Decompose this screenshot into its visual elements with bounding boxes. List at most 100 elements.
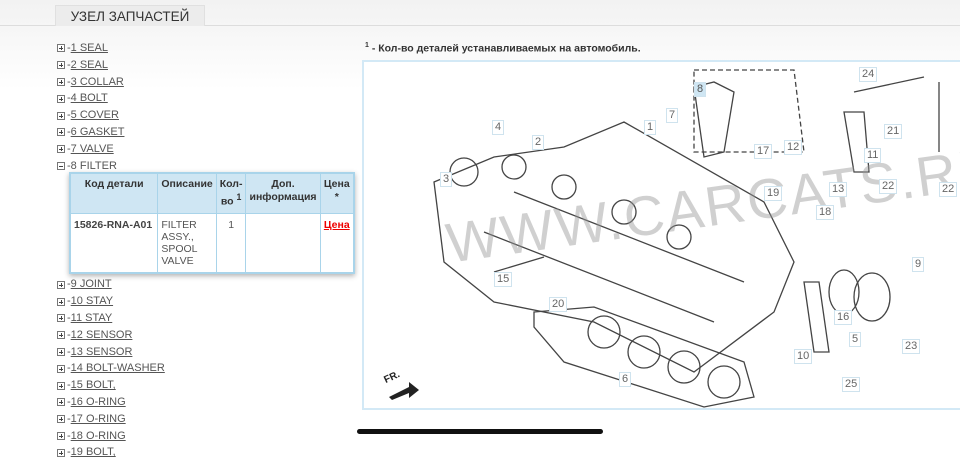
cell-desc: FILTER ASSY., SPOOL VALVE (157, 212, 217, 273)
expand-icon[interactable] (57, 448, 65, 457)
tree-node-link[interactable]: 16 O-RING (70, 395, 126, 408)
expand-icon[interactable] (57, 280, 65, 289)
expand-icon[interactable] (57, 61, 65, 70)
tree-node-link[interactable]: 11 STAY (70, 311, 113, 324)
tree-node[interactable]: -7 VALVE (57, 141, 165, 158)
tree-node[interactable]: -18 O-RING (57, 428, 165, 445)
col-price: Цена* (319, 172, 355, 214)
callout-2[interactable]: 2 (532, 135, 545, 150)
tree-node[interactable]: -4 BOLT (57, 90, 165, 107)
col-info: Доп. информация (245, 172, 321, 214)
callout-13[interactable]: 13 (829, 182, 848, 197)
tab-divider (0, 25, 960, 26)
callout-17[interactable]: 17 (754, 144, 773, 159)
parts-table: Код детали Описание Кол-во 1 Доп. информ… (69, 172, 355, 274)
tree-node[interactable]: -9 JOINT (57, 276, 165, 293)
expand-icon[interactable] (57, 111, 65, 120)
callout-1[interactable]: 1 (644, 120, 657, 135)
price-link[interactable]: Цена (323, 218, 350, 231)
expand-icon[interactable] (57, 44, 65, 53)
callout-22[interactable]: 22 (939, 182, 958, 197)
expand-icon[interactable] (57, 94, 65, 103)
callout-9[interactable]: 9 (912, 257, 925, 272)
tree-node[interactable]: -17 O-RING (57, 411, 165, 428)
tree-node-link[interactable]: 6 GASKET (70, 125, 125, 138)
tree-node-link[interactable]: 15 BOLT, (70, 379, 116, 392)
tree-node-label: 8 FILTER (70, 159, 117, 172)
expand-icon[interactable] (57, 314, 65, 323)
callout-5[interactable]: 5 (849, 332, 862, 347)
tree-node[interactable]: -16 O-RING (57, 394, 165, 411)
tree-node-link[interactable]: 7 VALVE (70, 142, 114, 155)
callout-10[interactable]: 10 (794, 349, 813, 364)
expand-icon[interactable] (57, 331, 65, 340)
tree-node[interactable]: -10 STAY (57, 293, 165, 310)
tree-node[interactable]: -1 SEAL (57, 40, 165, 57)
tree-node[interactable]: -12 SENSOR (57, 327, 165, 344)
col-code: Код детали (69, 172, 159, 214)
tree-node-link[interactable]: 19 BOLT, (70, 446, 116, 459)
callout-24[interactable]: 24 (859, 67, 878, 82)
tree-node[interactable]: -2 SEAL (57, 57, 165, 74)
tree-node-link[interactable]: 1 SEAL (70, 42, 108, 54)
callout-16[interactable]: 16 (834, 310, 853, 325)
expand-icon[interactable] (57, 347, 65, 356)
callout-4[interactable]: 4 (492, 120, 505, 135)
callout-20[interactable]: 20 (549, 297, 568, 312)
tree-node-link[interactable]: 13 SENSOR (70, 345, 133, 358)
expand-icon[interactable] (57, 431, 65, 440)
callout-22[interactable]: 22 (879, 179, 898, 194)
cell-code: 15826-RNA-A01 (69, 212, 159, 273)
tab-parts-assembly[interactable]: УЗЕЛ ЗАПЧАСТЕЙ (55, 5, 205, 26)
tree-node-link[interactable]: 3 COLLAR (70, 75, 124, 88)
tree-node[interactable]: -13 SENSOR (57, 344, 165, 361)
callout-23[interactable]: 23 (902, 339, 921, 354)
expand-icon[interactable] (57, 415, 65, 424)
callout-25[interactable]: 25 (842, 377, 861, 392)
expand-icon[interactable] (57, 398, 65, 407)
tree-node[interactable]: -11 STAY (57, 310, 165, 327)
tree-node[interactable]: -15 BOLT, (57, 377, 165, 394)
expand-icon[interactable] (57, 77, 65, 86)
expand-icon[interactable] (57, 128, 65, 137)
tree-node-link[interactable]: 5 COVER (70, 109, 119, 122)
tree-node[interactable]: -19 BOLT, (57, 444, 165, 461)
horizontal-scrollbar[interactable] (357, 429, 603, 434)
front-arrow-icon (389, 382, 419, 400)
tree-node-expanded[interactable]: -8 FILTER (57, 158, 165, 175)
callout-21[interactable]: 21 (884, 124, 903, 139)
tree-node[interactable]: -3 COLLAR (57, 74, 165, 91)
cell-info (245, 212, 321, 273)
callout-19[interactable]: 19 (764, 186, 783, 201)
callout-3[interactable]: 3 (440, 172, 453, 187)
tree-node[interactable]: -6 GASKET (57, 124, 165, 141)
tree-node-link[interactable]: 4 BOLT (70, 92, 108, 105)
callout-11[interactable]: 11 (864, 148, 882, 163)
col-qty: Кол-во 1 (215, 172, 247, 214)
callout-8[interactable]: 8 (694, 82, 707, 97)
tree-node-link[interactable]: 10 STAY (70, 295, 114, 308)
tree-node-link[interactable]: 14 BOLT-WASHER (70, 362, 165, 375)
callout-7[interactable]: 7 (666, 108, 679, 123)
expand-icon[interactable] (57, 297, 65, 306)
tree-node-link[interactable]: 9 JOINT (70, 278, 112, 291)
tree-node-link[interactable]: 17 O-RING (70, 412, 126, 425)
callout-18[interactable]: 18 (816, 205, 835, 220)
cell-qty: 1 (215, 212, 247, 273)
collapse-icon[interactable] (57, 161, 65, 170)
tree-node[interactable]: -14 BOLT-WASHER (57, 360, 165, 377)
quantity-footnote: 1 - Кол-во деталей устанавливаемых на ав… (365, 42, 641, 55)
col-desc: Описание (157, 172, 217, 214)
callout-12[interactable]: 12 (784, 140, 803, 155)
tree-node[interactable]: -5 COVER (57, 107, 165, 124)
expand-icon[interactable] (57, 364, 65, 373)
tree-node-link[interactable]: 18 O-RING (70, 429, 126, 442)
engine-head-drawing (389, 69, 940, 408)
expand-icon[interactable] (57, 381, 65, 390)
expand-icon[interactable] (57, 145, 65, 154)
callout-6[interactable]: 6 (619, 372, 632, 387)
tree-node-link[interactable]: 12 SENSOR (70, 328, 133, 341)
tree-node-link[interactable]: 2 SEAL (70, 58, 108, 71)
callout-15[interactable]: 15 (494, 272, 513, 287)
